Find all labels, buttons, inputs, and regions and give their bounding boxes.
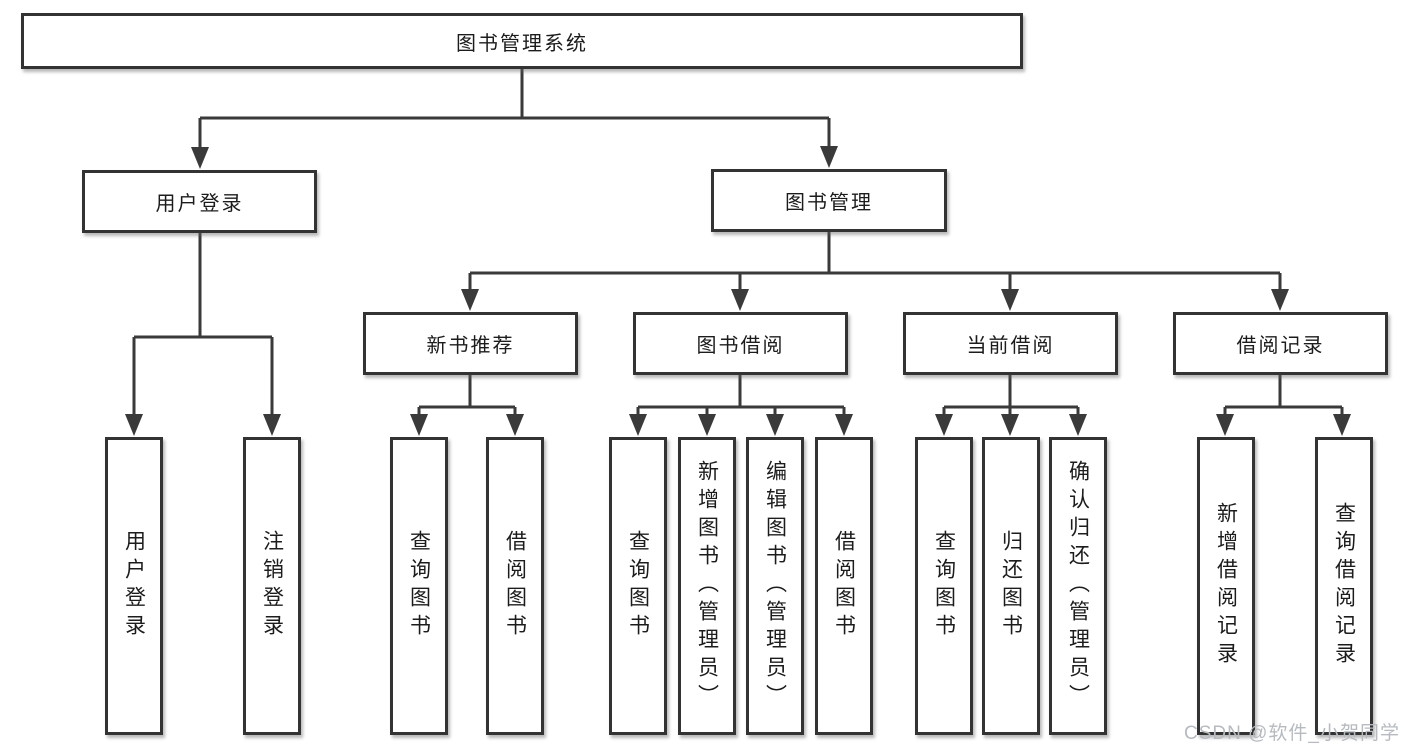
arrowhead-icon — [820, 146, 838, 168]
arrowhead-icon — [835, 414, 853, 436]
leaf-borrow-books: 借阅图书 — [815, 437, 873, 735]
leaf-add-borrow-record: 新增借阅记录 — [1197, 437, 1255, 735]
leaf-user-login: 用户登录 — [105, 437, 163, 735]
arrowhead-icon — [191, 147, 209, 169]
leaf-confirm-return-admin: 确认归还（管理员） — [1049, 437, 1107, 735]
arrowhead-icon — [410, 414, 428, 436]
leaf-return-books: 归还图书 — [982, 437, 1040, 735]
node-new-book-recommendation: 新书推荐 — [363, 312, 578, 375]
leaf-query-books: 查询图书 — [915, 437, 973, 735]
arrowhead-icon — [698, 414, 716, 436]
arrowhead-icon — [1271, 289, 1289, 311]
leaf-edit-book-admin: 编辑图书（管理员） — [746, 437, 804, 735]
node-book-management: 图书管理 — [711, 169, 947, 232]
arrowhead-icon — [935, 414, 953, 436]
leaf-query-books: 查询图书 — [609, 437, 667, 735]
arrowhead-icon — [506, 414, 524, 436]
node-library-management-system: 图书管理系统 — [21, 13, 1023, 69]
arrowhead-icon — [1069, 414, 1087, 436]
arrowhead-icon — [731, 289, 749, 311]
leaf-borrow-books: 借阅图书 — [486, 437, 544, 735]
arrowhead-icon — [1001, 289, 1019, 311]
node-current-borrowing: 当前借阅 — [903, 312, 1118, 375]
connector-lines — [132, 69, 1344, 417]
leaf-add-book-admin: 新增图书（管理员） — [678, 437, 736, 735]
arrowhead-icon — [125, 414, 143, 436]
arrowhead-icon — [263, 414, 281, 436]
node-book-borrowing: 图书借阅 — [633, 312, 848, 375]
node-borrowing-records: 借阅记录 — [1173, 312, 1388, 375]
leaf-query-books: 查询图书 — [390, 437, 448, 735]
arrowhead-icon — [1216, 414, 1234, 436]
arrowhead-icon — [629, 414, 647, 436]
arrowhead-icon — [461, 289, 479, 311]
arrowhead-icon — [1001, 414, 1019, 436]
arrowhead-icon — [766, 414, 784, 436]
node-user-login: 用户登录 — [82, 170, 317, 233]
watermark: CSDN @软件_小贺同学 — [1184, 723, 1400, 744]
leaf-query-borrow-record: 查询借阅记录 — [1315, 437, 1373, 735]
arrowhead-icon — [1333, 414, 1351, 436]
leaf-logout: 注销登录 — [243, 437, 301, 735]
